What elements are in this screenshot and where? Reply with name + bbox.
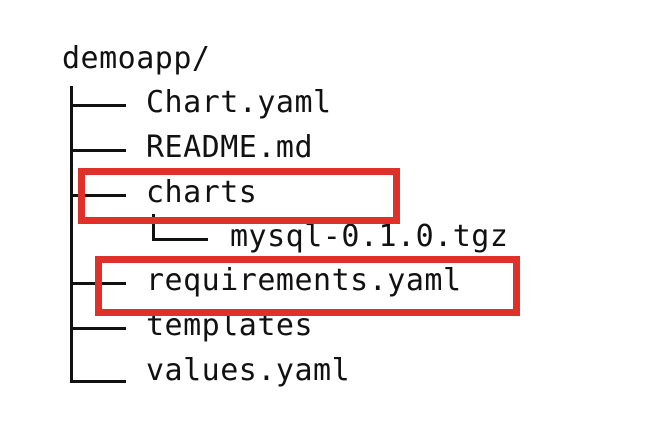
sub-trunk-line bbox=[152, 214, 155, 240]
tree-item-values: values.yaml bbox=[146, 353, 351, 388]
branch-line bbox=[70, 327, 126, 330]
branch-line bbox=[152, 238, 208, 241]
root-directory: demoapp/ bbox=[62, 41, 211, 76]
highlight-box-charts bbox=[78, 168, 400, 224]
tree-item-requirements: requirements.yaml bbox=[146, 263, 462, 298]
branch-line bbox=[70, 149, 126, 152]
branch-line bbox=[70, 380, 126, 383]
tree-item-charts: charts bbox=[146, 175, 258, 210]
highlight-box-requirements bbox=[95, 256, 520, 316]
branch-line bbox=[70, 194, 126, 197]
tree-item-readme: README.md bbox=[146, 130, 314, 165]
branch-line bbox=[70, 104, 126, 107]
tree-item-chart-yaml: Chart.yaml bbox=[146, 85, 332, 120]
tree-trunk-line bbox=[70, 86, 73, 382]
tree-item-mysql-tgz: mysql-0.1.0.tgz bbox=[230, 219, 509, 254]
